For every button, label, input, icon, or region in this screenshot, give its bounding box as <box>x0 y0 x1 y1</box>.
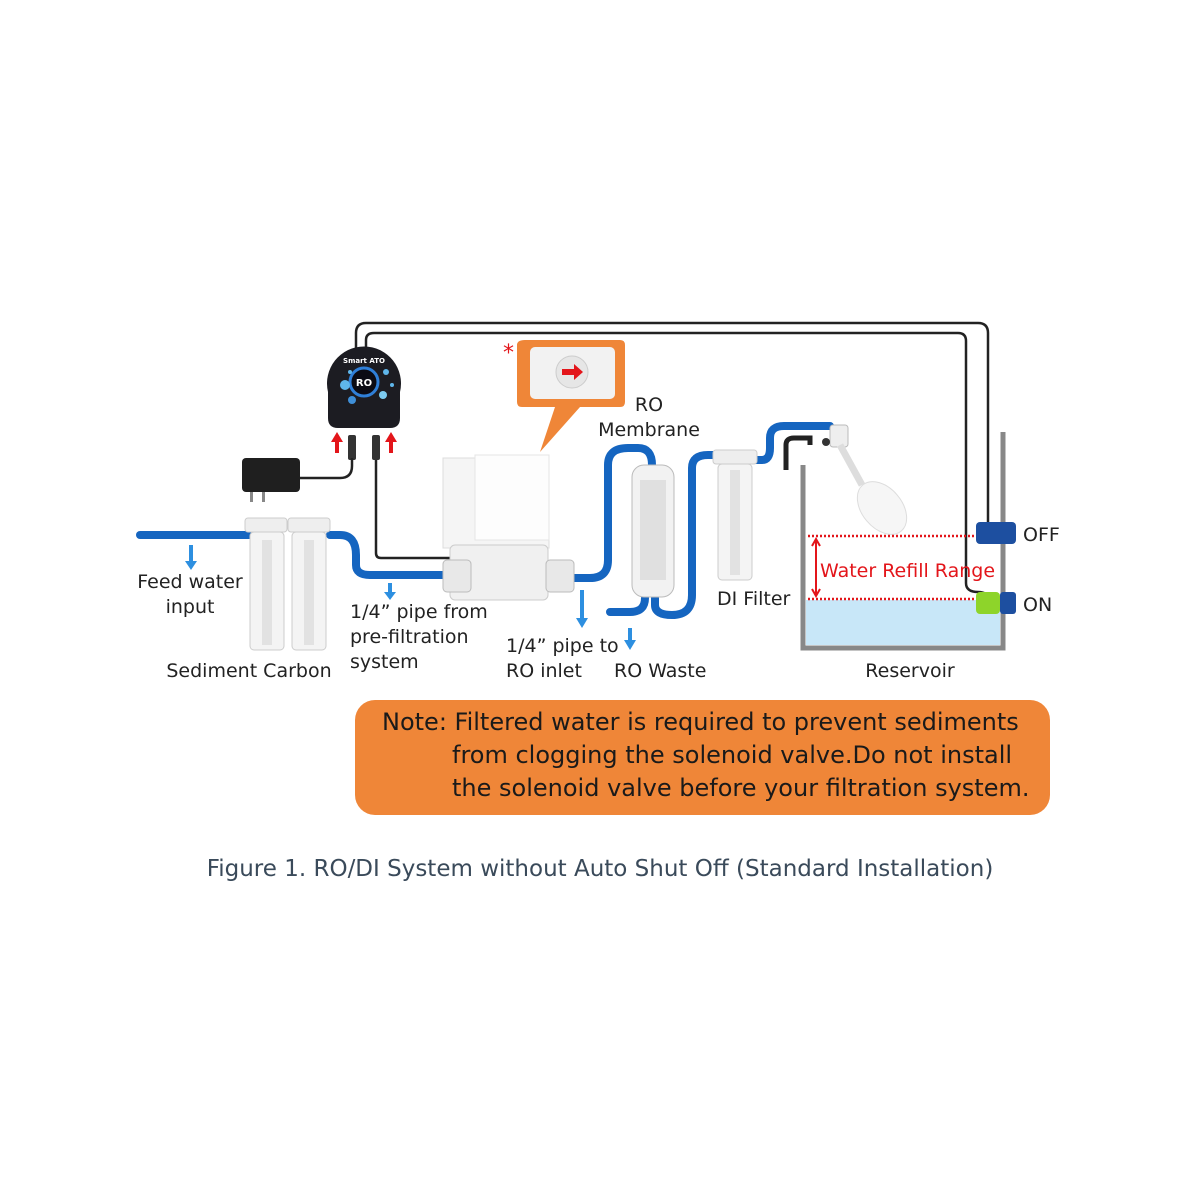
float-valve <box>822 424 908 535</box>
note-line-1: Note: Filtered water is required to prev… <box>382 708 1019 736</box>
pipe-to-membrane <box>568 444 656 582</box>
flow-arrow-down-icon <box>384 583 396 600</box>
sensor-wire-off <box>354 321 990 522</box>
label-pipe-to-2: RO inlet <box>506 660 582 682</box>
label-di-filter: DI Filter <box>717 588 791 610</box>
label-ro-membrane-2: Membrane <box>598 419 700 441</box>
range-arrow-icon <box>811 536 821 599</box>
pipe-to-valve <box>326 531 449 579</box>
label-ro-waste: RO Waste <box>614 660 706 682</box>
label-ro-membrane: RO <box>635 394 663 416</box>
valve-wire <box>374 460 460 560</box>
power-adapter <box>242 458 300 492</box>
device-badge: RO <box>356 378 372 389</box>
plug <box>372 435 380 460</box>
label-pipe-to: 1/4” pipe to <box>506 635 619 657</box>
label-feed-water: Feed water <box>137 571 243 593</box>
hose-clip <box>783 435 813 470</box>
note-box: Note: Filtered water is required to prev… <box>355 700 1050 815</box>
di-filter <box>712 449 758 581</box>
flow-arrow-down-icon <box>576 590 588 628</box>
power-cable <box>300 458 354 480</box>
label-reservoir: Reservoir <box>865 660 955 682</box>
arrow-up-icon <box>331 432 343 453</box>
flow-arrow-down-icon <box>185 545 197 570</box>
off-sensor <box>976 522 1016 544</box>
label-water-refill-range: Water Refill Range <box>820 560 995 582</box>
valve-callout: * <box>503 340 625 452</box>
sediment-carbon-filters <box>244 517 331 651</box>
asterisk-mark: * <box>503 341 514 366</box>
arrow-up-icon <box>385 432 397 453</box>
label-sediment-carbon: Sediment Carbon <box>166 660 331 682</box>
plug <box>348 435 356 460</box>
on-sensor <box>976 592 1000 614</box>
device-brand: Smart ATO <box>343 357 385 365</box>
label-pipe-from-2: pre-filtration <box>350 626 469 648</box>
pipe-to-reservoir <box>746 422 834 464</box>
label-feed-water-2: input <box>166 596 215 618</box>
ro-waste-pipe <box>606 594 649 616</box>
label-pipe-from: 1/4” pipe from <box>350 601 488 623</box>
ro-membrane <box>631 464 675 598</box>
flow-direction-arrow-icon <box>562 364 583 380</box>
pipe-to-di <box>651 451 734 620</box>
figure-caption: Figure 1. RO/DI System without Auto Shut… <box>206 856 994 882</box>
smart-ato-controller: Smart ATO RO <box>327 346 401 428</box>
reservoir <box>783 424 1006 651</box>
note-line-2: from clogging the solenoid valve.Do not … <box>452 741 1013 769</box>
flow-arrow-down-icon <box>624 628 636 650</box>
label-off: OFF <box>1023 524 1060 546</box>
solenoid-valve <box>442 454 575 601</box>
label-on: ON <box>1023 594 1052 616</box>
label-pipe-from-3: system <box>350 651 419 673</box>
note-line-3: the solenoid valve before your filtratio… <box>452 774 1030 802</box>
